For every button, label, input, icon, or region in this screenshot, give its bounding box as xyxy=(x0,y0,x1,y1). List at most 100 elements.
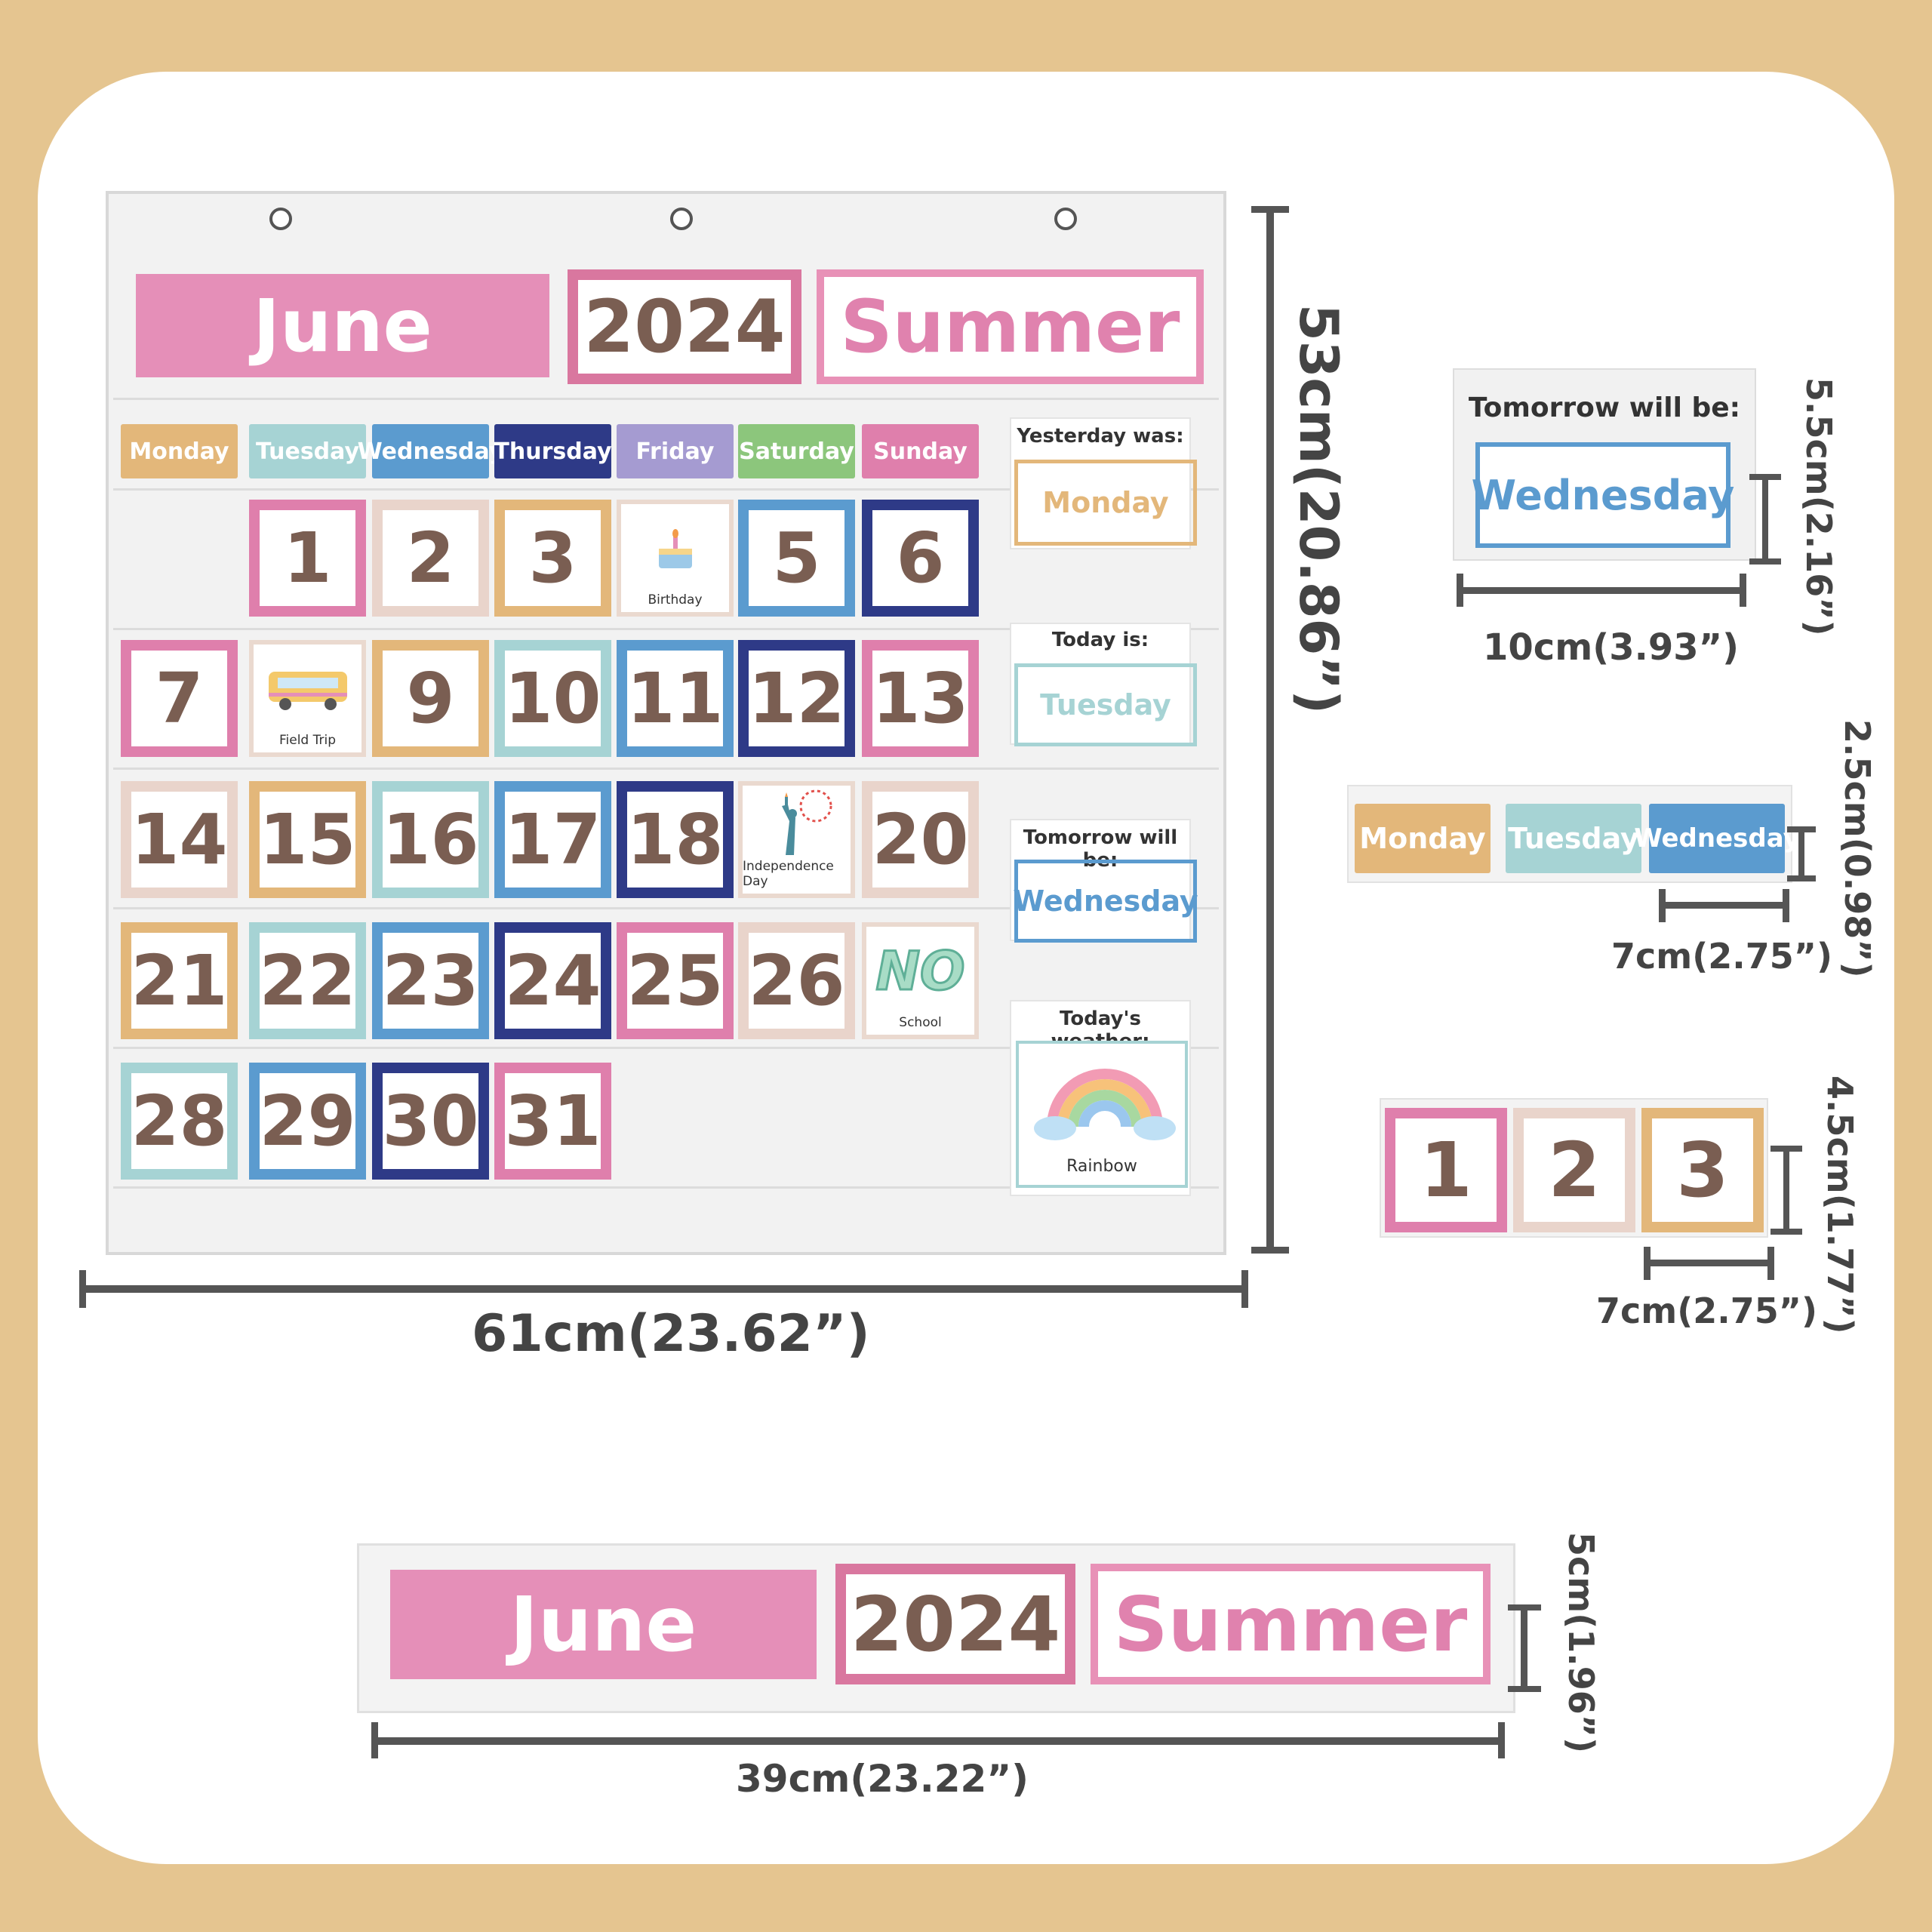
date-card-29: 29 xyxy=(249,1063,366,1180)
today-value-box: Tuesday xyxy=(1014,663,1197,746)
weekday-friday: Friday xyxy=(617,424,734,478)
date-card-23: 23 xyxy=(372,922,489,1039)
chart-height-label: 53cm(20.86”) xyxy=(1287,304,1349,715)
dimension-tick xyxy=(1767,1247,1774,1280)
dimension-tick xyxy=(1770,1146,1802,1152)
month-card: June xyxy=(136,274,549,377)
detail-month-card: June xyxy=(390,1570,817,1679)
weekday-sunday: Sunday xyxy=(862,424,979,478)
date-card-2: 2 xyxy=(372,500,489,617)
yesterday-value: Monday xyxy=(1042,486,1169,519)
date-card-18: 18 xyxy=(617,781,734,898)
tomorrow-height-label: 5.5cm(2.16”) xyxy=(1798,377,1839,636)
detail-day-monday: Monday xyxy=(1355,804,1491,873)
dimension-tick xyxy=(1749,558,1781,565)
date-card-22: 22 xyxy=(249,922,366,1039)
no-school-icon: NO xyxy=(875,939,966,1003)
event-card: Field Trip xyxy=(249,640,366,757)
season-label: Summer xyxy=(840,285,1180,369)
day-width-label: 7cm(2.75”) xyxy=(1611,936,1832,977)
dimension-tick xyxy=(1740,574,1746,607)
detail-season-card: Summer xyxy=(1091,1564,1491,1684)
weather-value-box: Rainbow xyxy=(1016,1041,1188,1188)
dimension-line xyxy=(1798,829,1804,878)
dimension-line xyxy=(1521,1607,1527,1689)
date-card-26: 26 xyxy=(738,922,855,1039)
detail-number-3: 3 xyxy=(1641,1108,1764,1232)
month-label: June xyxy=(253,283,432,368)
event-label: Independence Day xyxy=(743,859,834,889)
statue-of-liberty-icon xyxy=(743,783,851,859)
dimension-tick xyxy=(1659,889,1666,922)
grommet-icon xyxy=(1054,208,1077,230)
dimension-tick xyxy=(1770,1229,1802,1235)
date-card-5: 5 xyxy=(738,500,855,617)
dimension-tick xyxy=(79,1270,86,1308)
yesterday-card: Yesterday was: Monday xyxy=(1010,417,1197,549)
dimension-tick xyxy=(1498,1722,1505,1758)
tomorrow-card: Tomorrow will be: Wednesday xyxy=(1010,819,1198,943)
dimension-tick xyxy=(1241,1270,1248,1308)
date-card-30: 30 xyxy=(372,1063,489,1180)
date-card-10: 10 xyxy=(494,640,611,757)
event-card: Birthday xyxy=(617,500,734,617)
dimension-tick xyxy=(1457,574,1463,607)
date-card-3: 3 xyxy=(494,500,611,617)
weekday-saturday: Saturday xyxy=(738,424,855,478)
dimension-tick xyxy=(1508,1686,1541,1692)
date-card-15: 15 xyxy=(249,781,366,898)
year-card: 2024 xyxy=(568,269,801,384)
date-card-25: 25 xyxy=(617,922,734,1039)
header-width-label: 39cm(23.22”) xyxy=(736,1757,1029,1801)
detail-day-tuesday: Tuesday xyxy=(1506,804,1641,873)
dimension-tick xyxy=(1783,889,1789,922)
today-value: Tuesday xyxy=(1040,688,1171,721)
detail-tomorrow-card: Tomorrow will be: Wednesday xyxy=(1453,368,1756,561)
event-label: School xyxy=(899,1015,942,1030)
tomorrow-value-box: Wednesday xyxy=(1013,860,1198,943)
date-card-17: 17 xyxy=(494,781,611,898)
date-card-9: 9 xyxy=(372,640,489,757)
cake-icon xyxy=(621,504,729,592)
dimension-line xyxy=(1663,902,1785,909)
date-card-31: 31 xyxy=(494,1063,611,1180)
number-height-label: 4.5cm(1.77”) xyxy=(1820,1075,1860,1334)
chart-width-label: 61cm(23.62”) xyxy=(472,1304,870,1364)
dimension-line xyxy=(1647,1260,1770,1266)
date-card-28: 28 xyxy=(121,1063,238,1180)
header-height-label: 5cm(1.96”) xyxy=(1561,1532,1601,1753)
date-card-16: 16 xyxy=(372,781,489,898)
date-card-20: 20 xyxy=(862,781,979,898)
event-label: Birthday xyxy=(648,592,703,608)
detail-tomorrow-box: Wednesday xyxy=(1472,442,1734,548)
dimension-tick xyxy=(371,1722,378,1758)
event-card: Independence Day xyxy=(738,781,855,898)
today-card: Today is: Tuesday xyxy=(1010,623,1197,746)
date-card-12: 12 xyxy=(738,640,855,757)
weather-card: Today's weather: Rainbow xyxy=(1010,1000,1191,1196)
today-title: Today is: xyxy=(1051,629,1149,651)
school-bus-icon xyxy=(254,645,361,733)
dimension-line xyxy=(375,1737,1500,1745)
date-card-21: 21 xyxy=(121,922,238,1039)
dimension-tick xyxy=(1508,1604,1541,1611)
rainbow-icon xyxy=(1034,1069,1176,1140)
grommet-icon xyxy=(269,208,292,230)
number-width-label: 7cm(2.75”) xyxy=(1596,1291,1817,1331)
weekday-tuesday: Tuesday xyxy=(249,424,366,478)
dimension-line xyxy=(1783,1149,1789,1232)
tomorrow-width-label: 10cm(3.93”) xyxy=(1483,626,1740,669)
date-card-14: 14 xyxy=(121,781,238,898)
dimension-tick xyxy=(1251,1247,1289,1254)
date-card-24: 24 xyxy=(494,922,611,1039)
dimension-tick xyxy=(1787,826,1816,832)
dimension-tick xyxy=(1251,206,1289,213)
tomorrow-value: Wednesday xyxy=(1013,884,1198,918)
dimension-tick xyxy=(1749,474,1781,480)
date-card-1: 1 xyxy=(249,500,366,617)
detail-day-wednesday: Wednesday xyxy=(1634,804,1800,873)
detail-number-2: 2 xyxy=(1513,1108,1635,1232)
date-card-7: 7 xyxy=(121,640,238,757)
dimension-line xyxy=(1762,477,1768,561)
